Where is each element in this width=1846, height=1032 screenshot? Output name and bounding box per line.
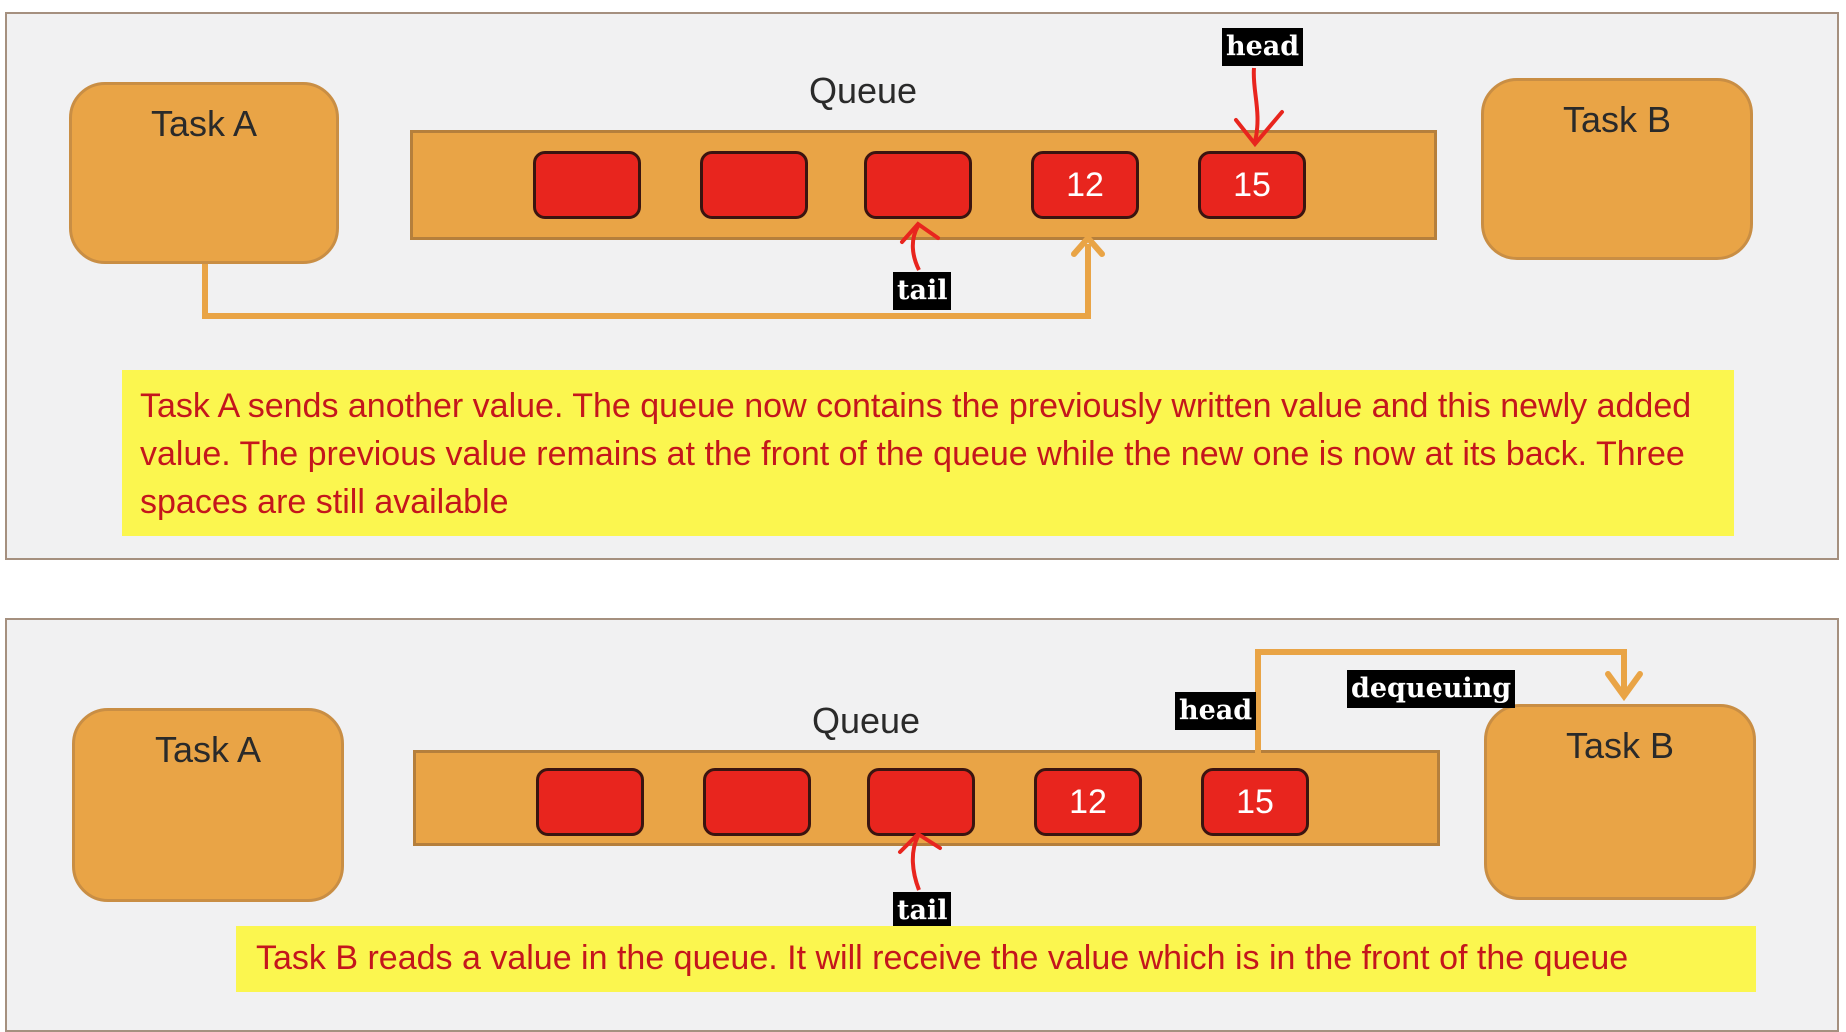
head-label-top: head: [1222, 28, 1304, 66]
enqueue-arrow: [202, 244, 1091, 319]
task-a-label: Task A: [154, 729, 262, 770]
queue-slot-1: [536, 768, 644, 836]
queue-slot-2: [703, 768, 811, 836]
queue-slot-5: 15: [1201, 768, 1309, 836]
queue-slot-5: 15: [1198, 151, 1306, 219]
tail-pointer-arrow-top: [910, 225, 921, 271]
tail-arrowhead-bottom: [898, 831, 942, 854]
tail-arrowhead-top: [900, 221, 940, 244]
dequeue-arrow: [1255, 649, 1627, 768]
tail-pointer-arrow-bottom: [910, 835, 921, 891]
caption-bottom: Task B reads a value in the queue. It wi…: [236, 926, 1756, 992]
task-a-box-bottom: Task A: [72, 708, 344, 902]
head-pointer-arrow-top: [1251, 67, 1260, 143]
task-b-box-top: Task B: [1481, 78, 1753, 260]
task-b-label: Task B: [1562, 99, 1672, 140]
enqueue-arrowhead: [1071, 233, 1105, 257]
head-label-bottom: head: [1175, 692, 1257, 730]
queue-slot-3: [864, 151, 972, 219]
dequeue-arrowhead: [1605, 671, 1643, 702]
dequeuing-label: dequeuing: [1347, 670, 1516, 708]
queue-title-bottom: Queue: [811, 700, 921, 741]
task-a-box-top: Task A: [69, 82, 339, 264]
task-a-label: Task A: [150, 103, 258, 144]
task-b-box-bottom: Task B: [1484, 704, 1756, 900]
queue-slot-4: 12: [1034, 768, 1142, 836]
tail-label-top: tail: [893, 272, 952, 310]
queue-slot-2: [700, 151, 808, 219]
caption-top: Task A sends another value. The queue no…: [122, 370, 1734, 536]
task-b-label: Task B: [1565, 725, 1675, 766]
head-arrowhead-top: [1234, 110, 1284, 148]
queue-title-top: Queue: [808, 70, 918, 111]
tail-label-bottom: tail: [893, 892, 952, 930]
queue-slot-4: 12: [1031, 151, 1139, 219]
queue-slot-1: [533, 151, 641, 219]
queue-slot-3: [867, 768, 975, 836]
